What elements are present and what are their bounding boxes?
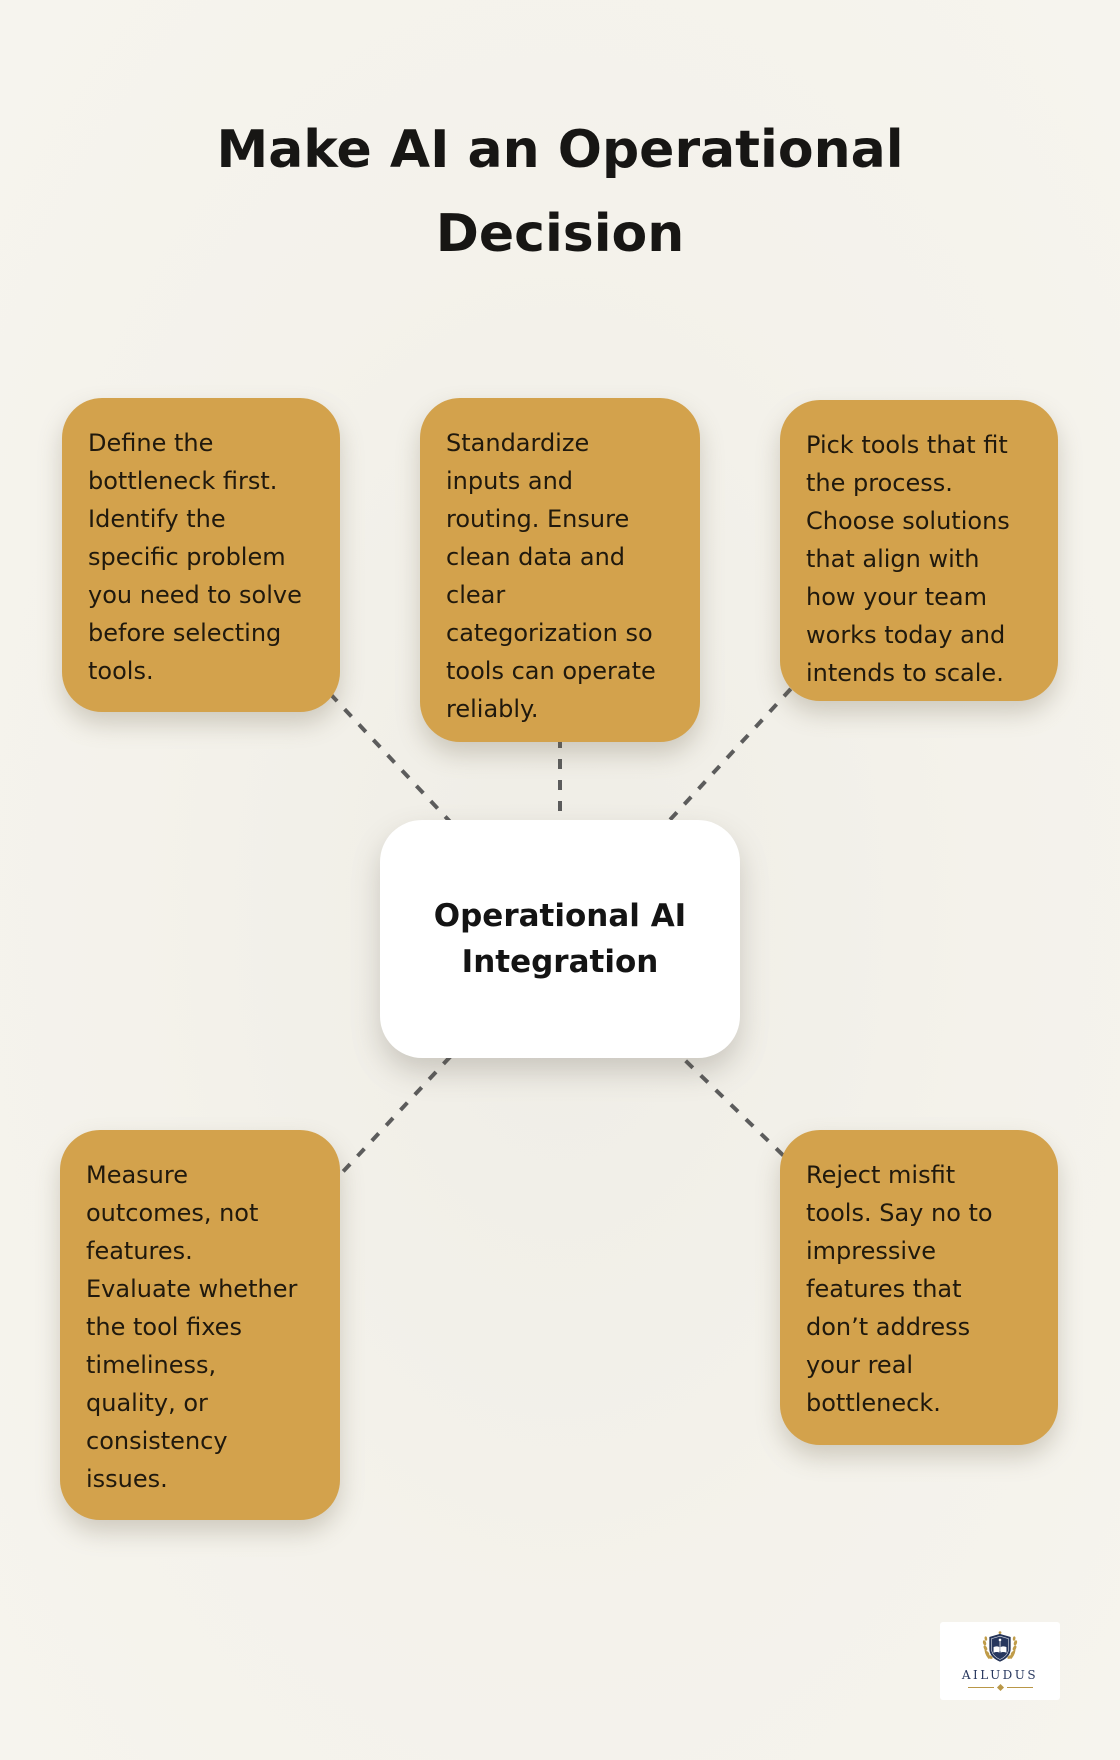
page-title: Make AI an Operational Decision bbox=[216, 120, 904, 264]
card-measure-outcomes: Measure outcomes, not features. Evaluate… bbox=[60, 1130, 340, 1520]
card-reject-misfit: Reject misfit tools. Say no to impressiv… bbox=[780, 1130, 1058, 1445]
logo-divider bbox=[967, 1683, 1033, 1692]
book-icon bbox=[993, 1638, 1007, 1653]
brand-logo: AILUDUS bbox=[940, 1622, 1060, 1700]
card-define-bottleneck-text: Define the bottleneck first. Identify th… bbox=[88, 429, 302, 685]
center-node-label: Operational AI Integration bbox=[433, 898, 687, 980]
card-standardize-inputs: Standardize inputs and routing. Ensure c… bbox=[420, 398, 700, 742]
card-define-bottleneck: Define the bottleneck first. Identify th… bbox=[62, 398, 340, 712]
center-node: Operational AI Integration bbox=[380, 820, 740, 1058]
card-pick-tools: Pick tools that fit the process. Choose … bbox=[780, 400, 1058, 701]
divider-diamond-icon bbox=[996, 1683, 1004, 1692]
divider-line-left bbox=[967, 1687, 994, 1688]
card-reject-misfit-text: Reject misfit tools. Say no to impressiv… bbox=[806, 1161, 993, 1417]
card-measure-outcomes-text: Measure outcomes, not features. Evaluate… bbox=[86, 1161, 298, 1493]
divider-line-right bbox=[1006, 1687, 1033, 1688]
crest-icon bbox=[982, 1631, 1018, 1662]
card-pick-tools-text: Pick tools that fit the process. Choose … bbox=[806, 431, 1010, 687]
brand-name: AILUDUS bbox=[961, 1668, 1039, 1682]
card-standardize-inputs-text: Standardize inputs and routing. Ensure c… bbox=[446, 429, 656, 723]
